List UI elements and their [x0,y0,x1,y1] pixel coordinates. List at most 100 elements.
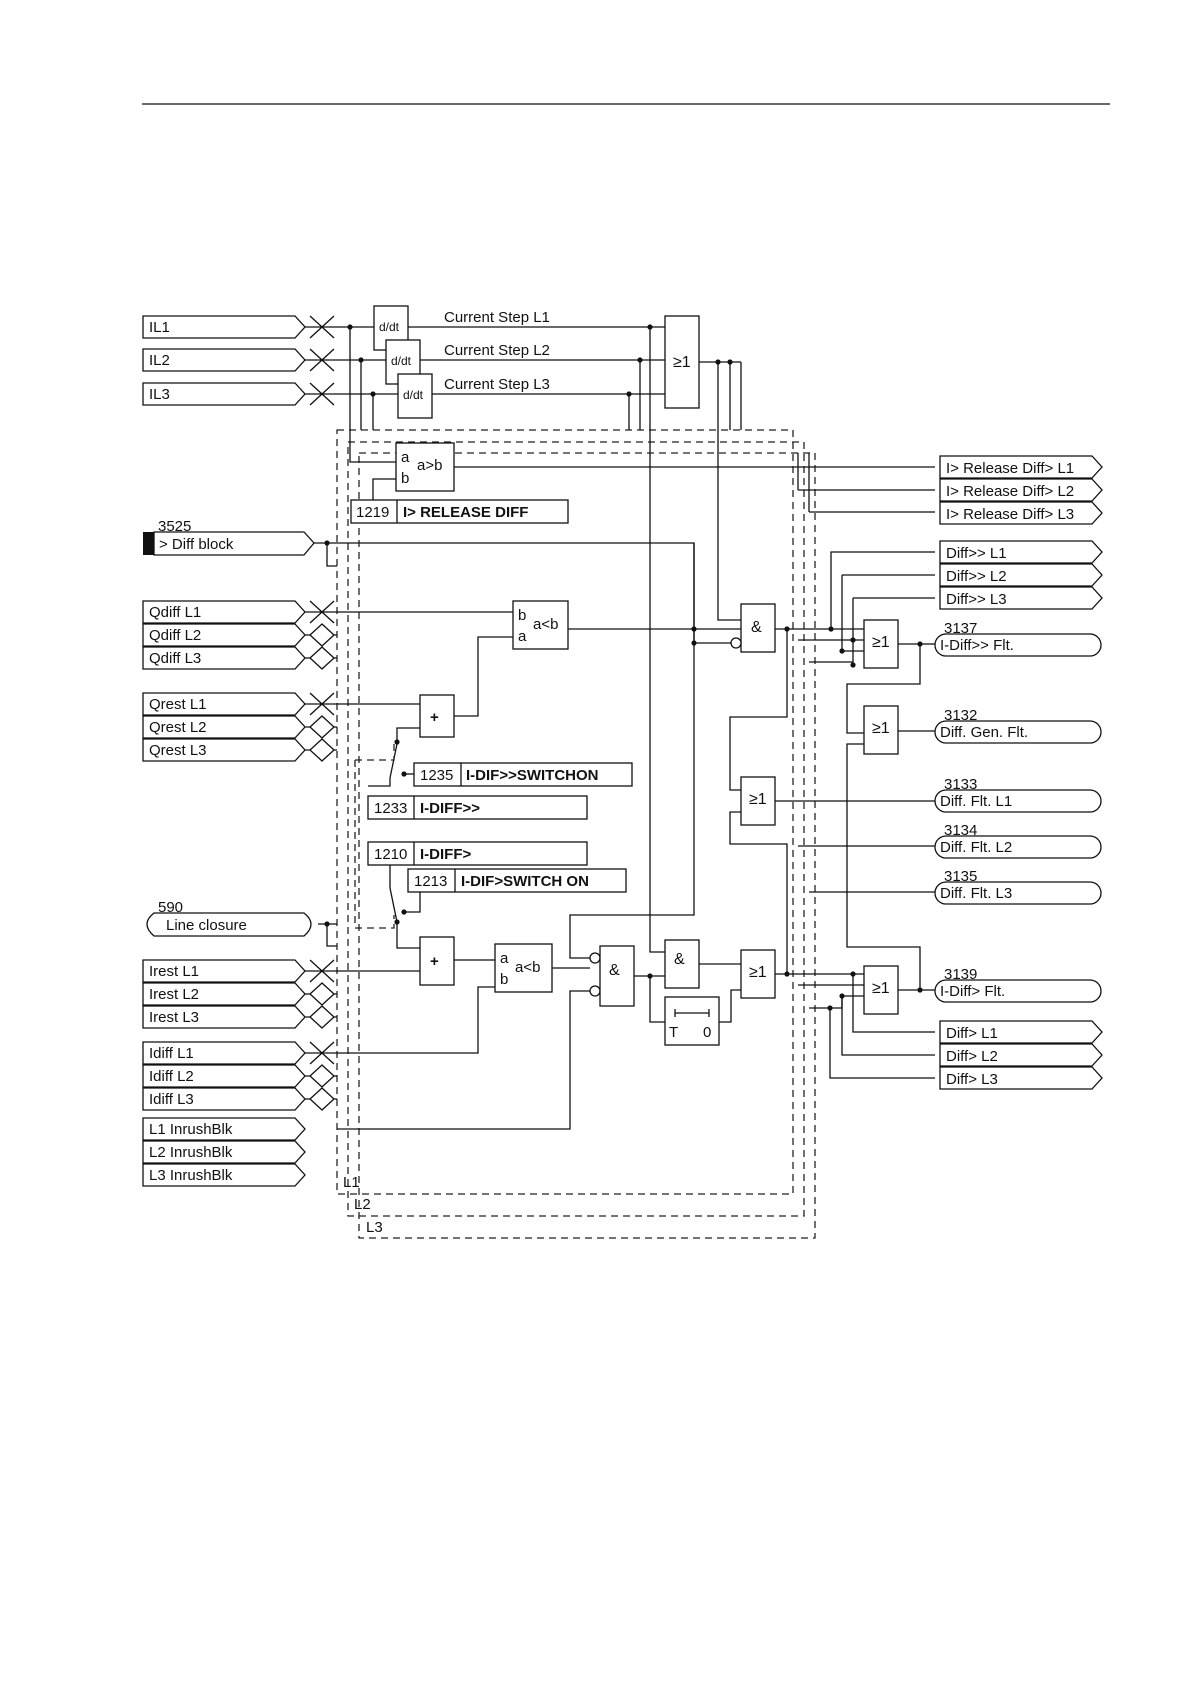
input-irest-l1: Irest L1 [149,963,199,980]
input-idiff-l2: Idiff L2 [149,1068,194,1085]
or-gate-irest-label: ≥1 [749,964,767,981]
setting-1233-number: 1233 [374,800,407,817]
comparator-qdiff-a: a [518,628,527,645]
msg-3134-frame [934,835,1102,859]
setting-1233-label: I-DIFF>> [420,800,480,817]
input-qrest-l1: Qrest L1 [149,696,207,713]
output-diff-high-l3: Diff>> L3 [946,591,1007,608]
line-closure-control [354,744,395,929]
setting-1219-label: I> RELEASE DIFF [403,504,528,521]
diff-block-number: 3525 [158,518,191,535]
msg-3132-label: Diff. Gen. Flt. [940,724,1028,741]
or-gate-phase-fault-label: ≥1 [749,791,767,808]
setting-1213 [407,868,627,893]
summer-irest [419,936,455,986]
phase-fault-or: ≥1 [729,629,935,975]
input-line-closure: Line closure [166,917,247,934]
phase-label-l2: L2 [354,1196,371,1213]
setting-1233 [367,795,588,820]
msg-3135-frame [934,881,1102,905]
output-diff-l1: Diff> L1 [946,1025,998,1042]
or-gate-idiff-high-flt-label: ≥1 [872,634,890,651]
current-step-l2: Current Step L2 [444,342,550,359]
msg-3134-label: Diff. Flt. L2 [940,839,1012,856]
phase-label-l1: L1 [343,1174,360,1191]
msg-3132-frame [934,720,1102,744]
timer-t: T [669,1024,678,1041]
release-diff-section: a b a>b 1219 I> RELEASE DIFF [349,430,935,524]
msg-3137-label: I-Diff>> Flt. [940,637,1014,654]
input-qrest-l3: Qrest L3 [149,742,207,759]
output-diff-l2: Diff> L2 [946,1048,998,1065]
msg-3139-number: 3139 [944,966,977,983]
msg-3134-number: 3134 [944,822,977,839]
output-diff-l3: Diff> L3 [946,1071,998,1088]
setting-1235-label: I-DIF>>SWITCHON [466,767,599,784]
ddt-label-l3: d/dt [403,388,424,402]
output-release-l2: I> Release Diff> L2 [946,483,1074,500]
msg-3133-number: 3133 [944,776,977,793]
output-release-l3: I> Release Diff> L3 [946,506,1074,523]
comparator-qdiff [512,600,569,650]
or-gate-irest [740,949,776,999]
input-inrush-l2: L2 InrushBlk [149,1144,233,1161]
setting-1210-number: 1210 [374,846,407,863]
input-inrush-l1: L1 InrushBlk [149,1121,233,1138]
and-gate-irest [599,945,635,1007]
ddt-label-l1: d/dt [379,320,400,334]
and-gate-diff-high-label: & [751,619,762,636]
phase-frames: L1 L2 L3 [336,429,816,1239]
summer-qrest-label: + [430,709,439,726]
and-gate-timer-label: & [674,951,685,968]
output-release-l1: I> Release Diff> L1 [946,460,1074,477]
input-il3: IL3 [149,386,170,403]
comparator-b: b [401,470,409,487]
or-gate-idiff-flt-label: ≥1 [872,980,890,997]
diff-low-buses: ≥1 [775,965,935,1079]
input-irest-l3: Irest L3 [149,1009,199,1026]
input-inrush-l3: L3 InrushBlk [149,1167,233,1184]
setting-1213-number: 1213 [414,873,447,890]
current-step-section: d/dt d/dt d/dt Current Step L1 Current S… [305,305,742,621]
ddt-label-l2: d/dt [391,354,412,368]
input-il1: IL1 [149,319,170,336]
setting-1235 [413,762,633,787]
ddt-block-l3 [397,373,433,419]
input-qdiff-l1: Qdiff L1 [149,604,201,621]
input-irest-l2: Irest L2 [149,986,199,1003]
irest-branch: 1210 I-DIFF> 1213 I-DIF>SWITCH ON + a b … [318,430,776,1130]
msg-3137-frame [934,633,1102,657]
comparator-a-gt-b [395,442,455,492]
output-tags: I> Release Diff> L1 I> Release Diff> L2 … [934,455,1103,1090]
current-step-l3: Current Step L3 [444,376,550,393]
input-qrest-l2: Qrest L2 [149,719,207,736]
comparator-irest-b: b [500,971,508,988]
msg-3139-label: I-Diff> Flt. [940,983,1005,1000]
or-gate-current-step-label: ≥1 [673,354,691,371]
msg-3132-number: 3132 [944,707,977,724]
comparator-a: a [401,449,410,466]
output-diff-high-l1: Diff>> L1 [946,545,1007,562]
comparator-irest-label: a<b [515,959,540,976]
line-closure-number: 590 [158,899,183,916]
comparator-a-gt-b-label: a>b [417,457,442,474]
or-gate-gen-flt-label: ≥1 [872,720,890,737]
comparator-qdiff-b: b [518,607,526,624]
comparator-irest [494,943,553,993]
summer-irest-label: + [430,953,439,970]
comparator-irest-a: a [500,950,509,967]
setting-1219 [350,499,569,524]
and-gate-diff-high [740,603,776,653]
phase-label-l3: L3 [366,1219,383,1236]
msg-3139-frame [934,979,1102,1003]
msg-3137-number: 3137 [944,620,977,637]
timer-0: 0 [703,1024,711,1041]
msg-3133-frame [934,789,1102,813]
input-tags: IL1 IL2 IL3 3525 > Diff block Qdiff L1 Q… [142,315,315,1187]
msg-3135-label: Diff. Flt. L3 [940,885,1012,902]
timer-block [664,996,720,1046]
input-qdiff-l2: Qdiff L2 [149,627,201,644]
input-diff-block: > Diff block [159,536,234,553]
setting-1213-label: I-DIF>SWITCH ON [461,873,589,890]
